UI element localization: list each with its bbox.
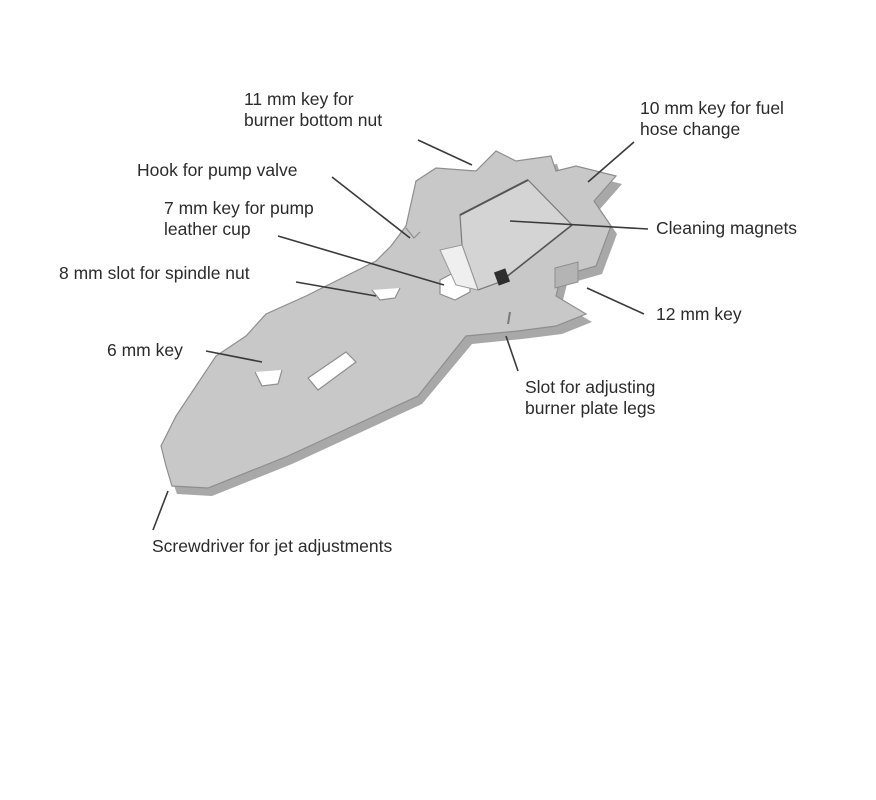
leader-lines [152, 139, 649, 531]
label-11mm-key-line1: 11 mm key for [244, 89, 354, 109]
label-11mm-key: 11 mm key for burner bottom nut [244, 89, 382, 131]
label-cleaning-magnets-line1: Cleaning magnets [656, 218, 798, 238]
label-hook: Hook for pump valve [137, 160, 298, 181]
label-6mm-key: 6 mm key [107, 340, 183, 361]
label-10mm-key: 10 mm key for fuel hose change [640, 98, 784, 140]
label-screwdriver-line1: Screwdriver for jet adjustments [152, 536, 393, 556]
label-11mm-key-line2: burner bottom nut [244, 110, 383, 130]
label-slot-burner-legs-line2: burner plate legs [525, 398, 656, 418]
label-cleaning-magnets: Cleaning magnets [656, 218, 797, 239]
label-10mm-key-line2: hose change [640, 119, 741, 139]
cleaning-magnets-block [439, 179, 579, 291]
label-12mm-key: 12 mm key [656, 304, 742, 325]
label-7mm-key-line2: leather cup [164, 219, 251, 239]
label-12mm-key-line1: 12 mm key [656, 304, 742, 324]
label-hook-line1: Hook for pump valve [137, 160, 298, 180]
label-6mm-key-line1: 6 mm key [107, 340, 183, 360]
label-slot-burner-legs-line1: Slot for adjusting [525, 377, 656, 397]
label-8mm-slot: 8 mm slot for spindle nut [59, 263, 250, 284]
label-8mm-slot-line1: 8 mm slot for spindle nut [59, 263, 250, 283]
label-10mm-key-line1: 10 mm key for fuel [640, 98, 784, 118]
label-slot-burner-legs: Slot for adjusting burner plate legs [525, 377, 655, 419]
label-screwdriver: Screwdriver for jet adjustments [152, 536, 392, 557]
label-7mm-key-line1: 7 mm key for pump [164, 198, 314, 218]
label-7mm-key: 7 mm key for pump leather cup [164, 198, 314, 240]
